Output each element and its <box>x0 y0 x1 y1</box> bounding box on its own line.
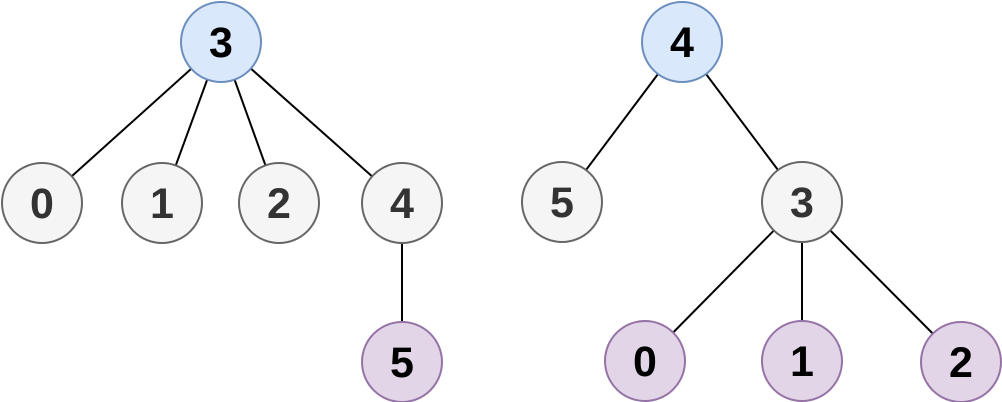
node-label: 1 <box>150 180 174 228</box>
node-label: 4 <box>670 19 694 67</box>
tree-node-0: 0 <box>1 162 83 244</box>
node-label: 3 <box>790 179 814 227</box>
node-circle <box>761 161 843 243</box>
node-circle <box>1 162 83 244</box>
tree-node-3: 3 <box>761 161 843 243</box>
node-label: 3 <box>209 19 233 67</box>
tree-node-2: 2 <box>238 162 320 244</box>
tree-node-1: 1 <box>121 162 203 244</box>
tree-node-4: 4 <box>641 1 723 83</box>
node-circle <box>920 321 1002 402</box>
node-circle <box>761 320 843 402</box>
tree-node-5: 5 <box>521 161 603 243</box>
node-label: 2 <box>267 180 291 228</box>
node-circle <box>180 1 262 83</box>
right-tree: 4 5 3 0 1 2 <box>521 1 1002 402</box>
node-circle <box>238 162 320 244</box>
tree-node-3: 3 <box>180 1 262 83</box>
tree-node-0: 0 <box>604 320 686 402</box>
tree-node-4: 4 <box>361 162 443 244</box>
node-label: 5 <box>550 179 574 227</box>
tree-node-2: 2 <box>920 321 1002 402</box>
node-circle <box>641 1 723 83</box>
node-label: 5 <box>390 339 414 387</box>
node-circle <box>604 320 686 402</box>
tree-node-5: 5 <box>361 321 443 402</box>
node-circle <box>361 321 443 402</box>
tree-node-1: 1 <box>761 320 843 402</box>
node-label: 1 <box>790 338 814 386</box>
node-label: 0 <box>633 338 657 386</box>
node-circle <box>521 161 603 243</box>
node-circle <box>361 162 443 244</box>
node-label: 0 <box>30 180 54 228</box>
node-circle <box>121 162 203 244</box>
node-label: 2 <box>949 339 973 387</box>
node-label: 4 <box>390 180 414 228</box>
left-tree: 3 0 1 2 4 5 <box>1 1 443 402</box>
